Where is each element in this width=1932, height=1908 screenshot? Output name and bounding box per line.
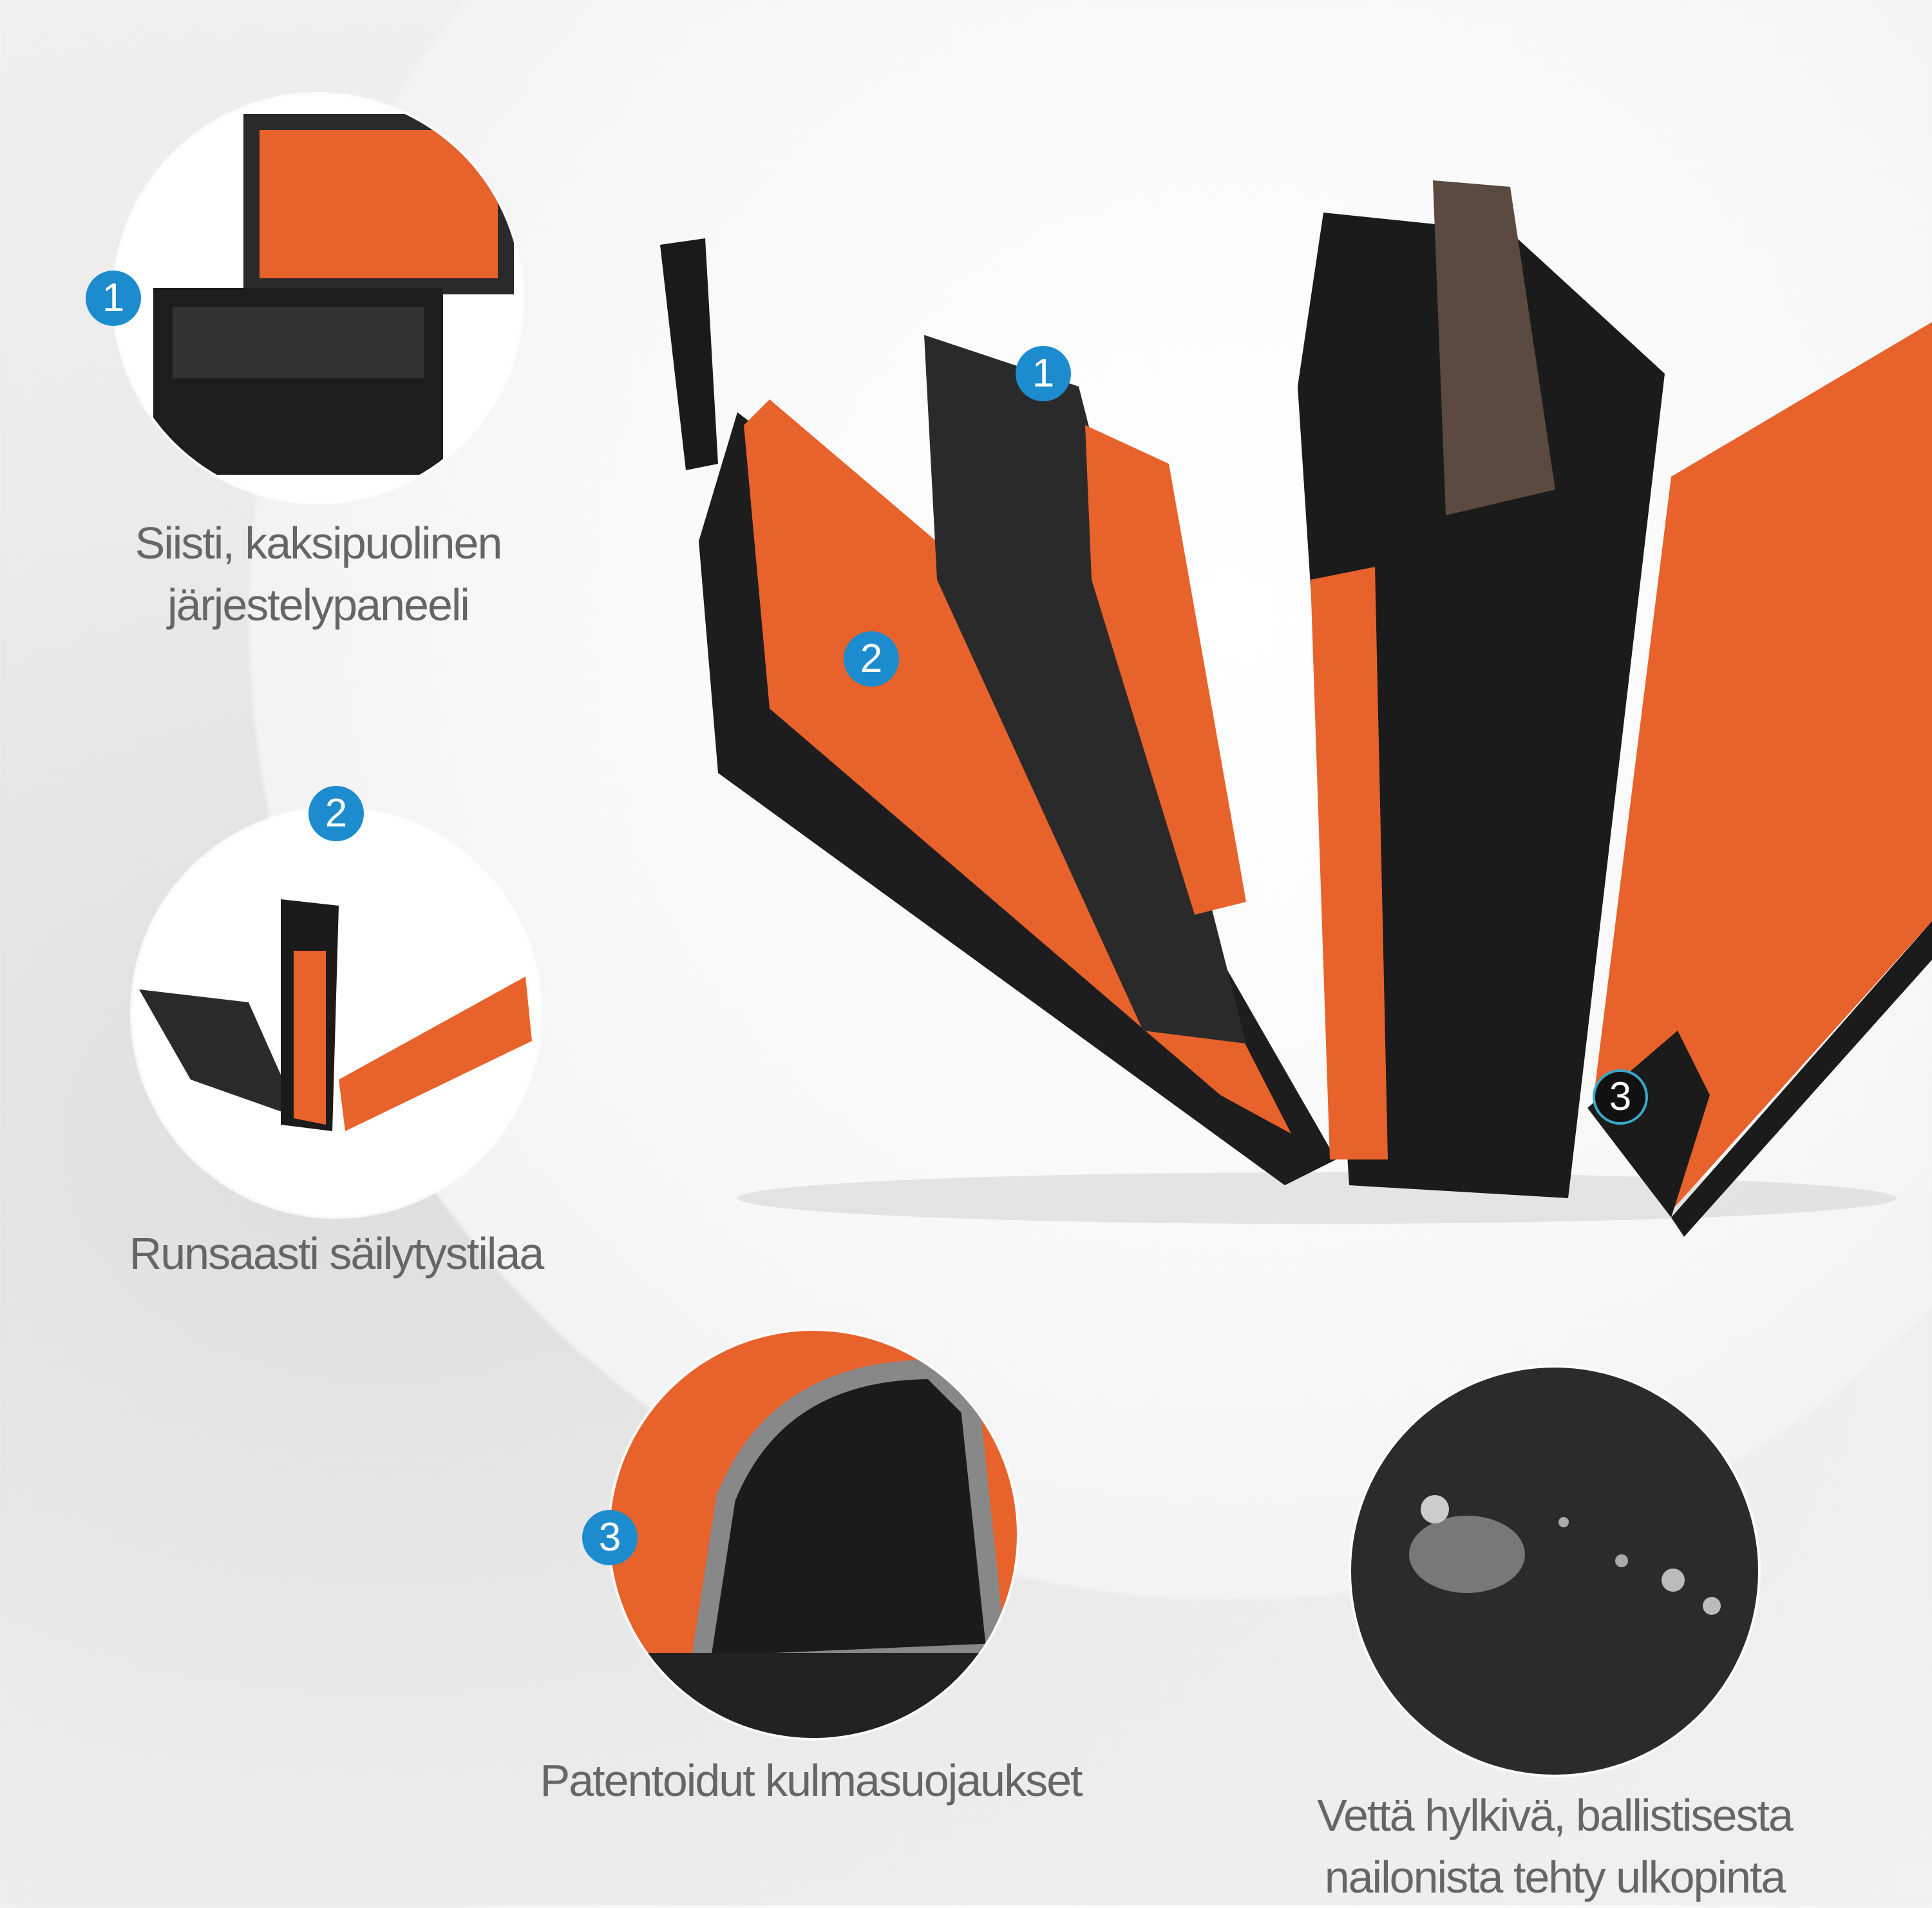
feature-caption-3: Patentoidut kulmasuojaukset	[463, 1750, 1159, 1811]
feature-number-1: 1	[86, 271, 141, 326]
corner-protector-photo	[610, 1331, 1017, 1738]
caption-line: Vettä hylkivä, ballistisesta	[1317, 1790, 1794, 1840]
feature-number-2: 2	[308, 786, 364, 841]
caption-line: Runsaasti säilytystilaa	[129, 1228, 545, 1279]
water-repellent-fabric-photo	[1351, 1368, 1758, 1775]
feature-caption-4: Vettä hylkivä, ballistisesta nailonista …	[1207, 1784, 1902, 1908]
feature-caption-1: Siisti, kaksipuolinen järjestelypaneeli	[0, 512, 636, 636]
feature-badge-1: 1	[1016, 346, 1071, 401]
open-bag-compartments-photo	[133, 809, 540, 1216]
feature-badge-2: 2	[844, 631, 899, 687]
caption-line: järjestelypaneeli	[167, 580, 470, 630]
feature-number-3: 3	[582, 1510, 638, 1565]
open-laptop-bag-photo: 1 2 3	[641, 129, 1932, 1237]
caption-line: nailonista tehty ulkopinta	[1324, 1852, 1786, 1902]
caption-line: Siisti, kaksipuolinen	[135, 518, 503, 568]
feature-badge-3: 3	[1593, 1069, 1648, 1125]
organizer-panel-photo	[115, 95, 522, 502]
feature-caption-2: Runsaasti säilytystilaa	[0, 1223, 672, 1284]
caption-line: Patentoidut kulmasuojaukset	[540, 1755, 1083, 1806]
